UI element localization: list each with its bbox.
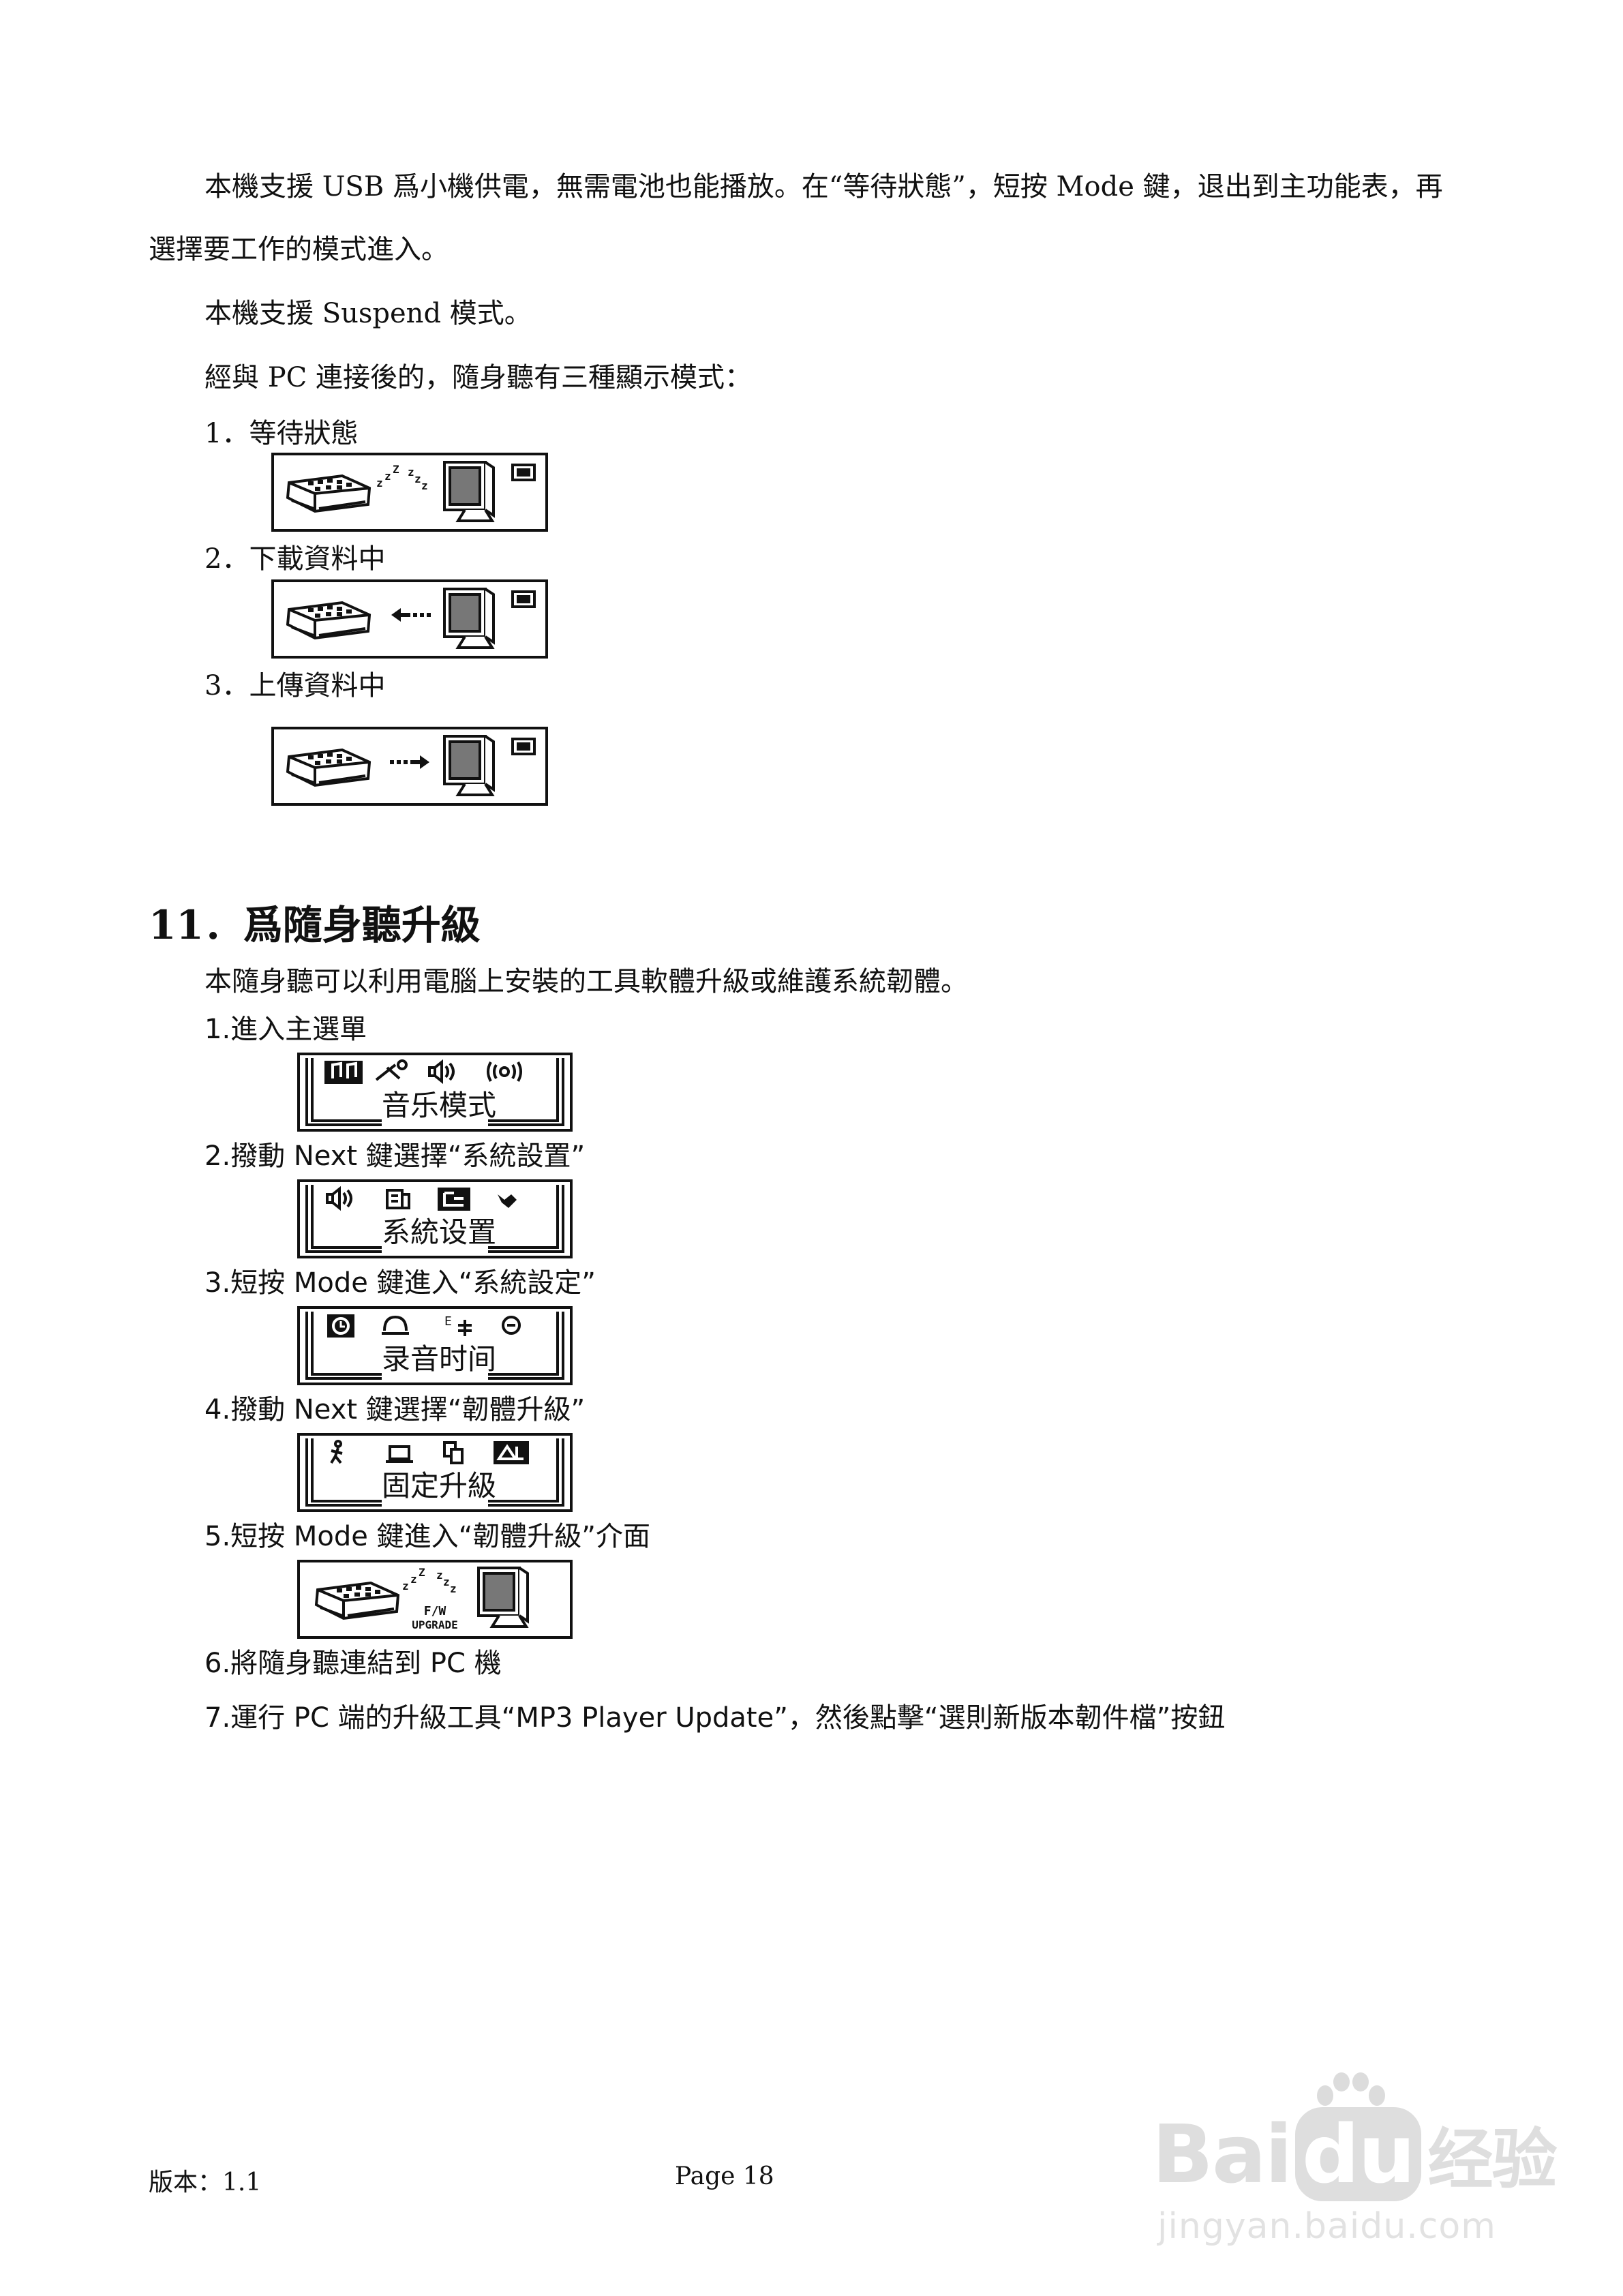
watermark-suffix: 经验 — [1427, 2121, 1558, 2198]
fw-text: F/W — [423, 1604, 446, 1618]
step-1-label: 1.進入主選單 — [204, 1014, 367, 1045]
record-time-screen-text: 录音时间 — [382, 1342, 497, 1376]
svg-text:z: z — [408, 466, 414, 479]
svg-text:z: z — [410, 1573, 417, 1586]
speaker-icon — [428, 1059, 455, 1085]
sleep-z-icon: zzZ zzz — [402, 1566, 457, 1595]
microphone-icon — [375, 1059, 408, 1081]
device-to-pc-waiting-illustration: zzZ zzz — [286, 461, 536, 522]
step-4-label: 4.撥動 Next 鍵選擇“韌體升級” — [204, 1394, 586, 1425]
system-settings-icon — [438, 1188, 470, 1211]
upgrade-text: UPGRADE — [412, 1618, 458, 1631]
device-downloading-illustration — [286, 588, 536, 649]
monitor-icon — [443, 461, 495, 522]
watermark-brand: Bai — [1152, 2107, 1292, 2201]
main-menu-screen-text: 音乐模式 — [382, 1089, 497, 1122]
firmware-upgrade-screen-text: 固定升級 — [382, 1469, 497, 1502]
footer-version: 版本：1.1 — [149, 2169, 262, 2196]
section-intro: 本隨身聽可以利用電腦上安裝的工具軟體升級或維護系統韌體。 — [204, 966, 968, 997]
battery-icon — [511, 464, 536, 481]
system-settings-screen-text: 系統设置 — [382, 1215, 497, 1249]
record-time-icon — [327, 1314, 354, 1338]
svg-text:Z: Z — [393, 463, 399, 476]
step-2-label: 2.撥動 Next 鍵選擇“系統設置” — [204, 1141, 586, 1172]
arrow-right-icon — [390, 755, 429, 769]
lcd-downloading-screen — [271, 579, 548, 659]
svg-text:Z: Z — [419, 1566, 425, 1579]
mode-label-downloading: 2．下載資料中 — [204, 543, 386, 575]
step-3-label: 3.短按 Mode 鍵進入“系統設定” — [204, 1267, 596, 1299]
battery-icon — [511, 738, 536, 755]
svg-text:z: z — [402, 1580, 409, 1592]
timer-icon — [502, 1316, 521, 1335]
step-6-label: 6.將隨身聽連結到 PC 機 — [204, 1648, 502, 1679]
svg-text:z: z — [384, 470, 391, 483]
lcd-record-time: E 录音时间 — [297, 1306, 573, 1385]
display-modes-paragraph: 經與 PC 連接後的，隨身聽有三種顯示模式： — [204, 362, 752, 393]
svg-text:z: z — [414, 472, 421, 485]
monitor-icon — [443, 735, 495, 796]
exit-arrow-icon — [498, 1194, 517, 1208]
svg-text:z: z — [376, 477, 383, 489]
svg-text:E: E — [444, 1314, 452, 1329]
watermark-brand-du: du — [1295, 2107, 1421, 2201]
player-device-icon — [286, 474, 371, 513]
speaker-icon — [326, 1185, 352, 1211]
headphone-icon — [382, 1315, 409, 1335]
copy-icon — [443, 1441, 464, 1464]
equalizer-icon: E — [444, 1314, 472, 1336]
monitor-icon — [477, 1567, 529, 1628]
mode-label-uploading: 3．上傳資料中 — [204, 670, 386, 701]
intro-paragraph-line-1: 本機支援 USB 爲小機供電，無需電池也能播放。在“等待狀態”，短按 Mode … — [204, 171, 1443, 202]
player-device-icon — [286, 748, 371, 787]
document-icon — [386, 1189, 410, 1209]
intro-paragraph-line-2: 選擇要工作的模式進入。 — [149, 234, 449, 265]
walking-person-icon — [330, 1440, 343, 1464]
monitor-icon — [443, 588, 495, 649]
battery-icon — [511, 590, 536, 608]
step-7-label: 7.運行 PC 端的升級工具“MP3 Player Update”，然後點擊“選… — [204, 1702, 1226, 1734]
footer-page-number: Page 18 — [675, 2162, 774, 2190]
player-device-icon — [286, 601, 371, 640]
lcd-main-menu: 音乐模式 — [297, 1053, 573, 1132]
device-uploading-illustration — [286, 735, 536, 796]
radio-icon — [487, 1061, 522, 1082]
lcd-uploading-screen — [271, 727, 548, 806]
screen-icon — [386, 1445, 413, 1463]
firmware-upgrade-label: F/W UPGRADE — [401, 1605, 469, 1632]
lcd-system-settings: 系統设置 — [297, 1179, 573, 1258]
svg-text:z: z — [421, 479, 428, 492]
watermark-url: jingyan.baidu.com — [1157, 2206, 1496, 2247]
lcd-firmware-upgrade-menu: 固定升級 — [297, 1433, 573, 1512]
firmware-upgrade-icon — [494, 1441, 529, 1464]
music-mode-icon — [324, 1061, 363, 1084]
arrow-left-icon — [391, 608, 431, 622]
svg-text:z: z — [450, 1582, 457, 1595]
mode-label-waiting: 1．等待狀態 — [204, 418, 359, 449]
paw-print-icon — [1317, 2072, 1385, 2106]
firmware-upgrade-illustration: zzZ zzz — [314, 1566, 529, 1628]
svg-text:z: z — [436, 1569, 443, 1582]
step-5-label: 5.短按 Mode 鍵進入“韌體升級”介面 — [204, 1521, 651, 1552]
suspend-paragraph: 本機支援 Suspend 模式。 — [204, 298, 532, 329]
svg-text:z: z — [443, 1575, 450, 1588]
section-heading-upgrade: 11．爲隨身聽升級 — [149, 902, 481, 948]
player-device-icon — [314, 1581, 400, 1620]
sleep-z-icon: zzZ zzz — [376, 463, 428, 492]
